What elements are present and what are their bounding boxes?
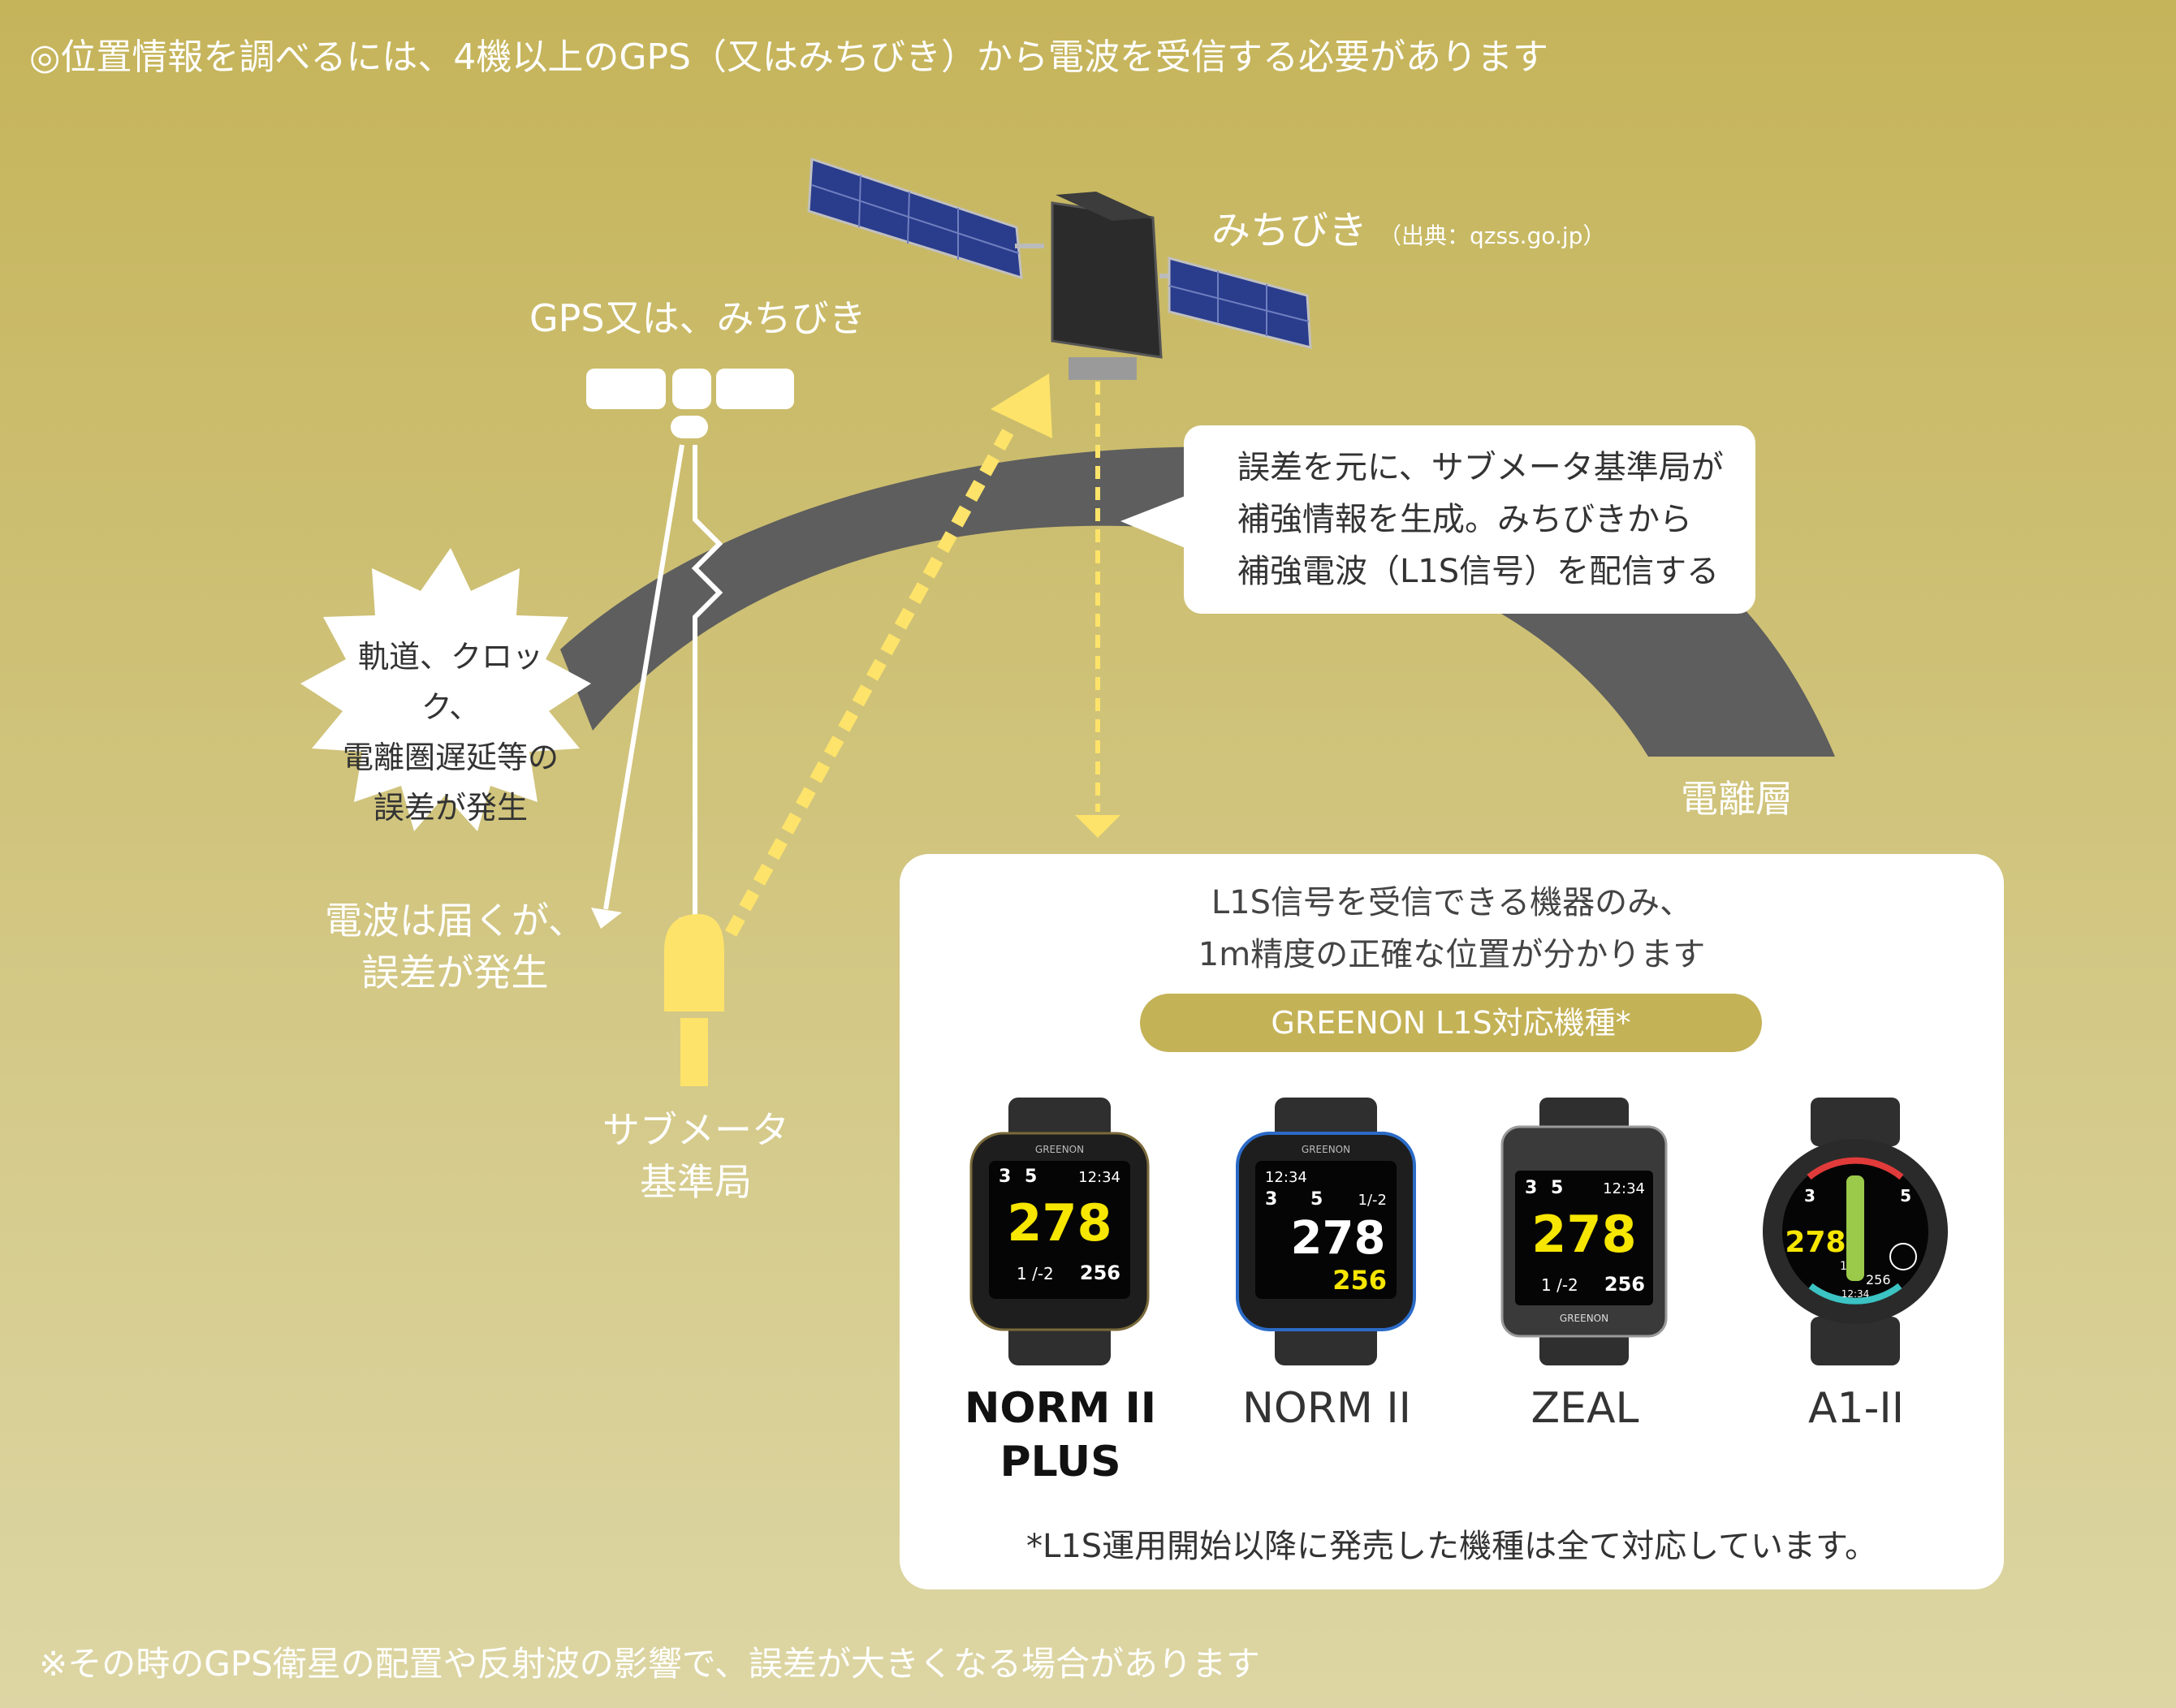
- error-starburst: [300, 548, 591, 831]
- watch-lie: 1/-2: [1358, 1192, 1387, 1209]
- panel-footnote: *L1S運用開始以降に発売した機種は全て対応しています。: [1026, 1528, 1877, 1565]
- watch-lie: 1: [1840, 1260, 1847, 1273]
- norm-ii-watch-image: GREENON 12:34 3 5 1/-2 278 256: [1236, 1098, 1416, 1365]
- watch-time: 12:34: [1078, 1169, 1120, 1186]
- arrive-label: 電波は届くが、 誤差が発生: [325, 895, 585, 998]
- panel-lead: L1S信号を受信できる機器のみ、 1m精度の正確な位置が分かります: [900, 877, 2004, 981]
- watch-par: 5: [1025, 1167, 1037, 1187]
- gps-satellite-icon: [586, 369, 794, 438]
- watch-par: 5: [1310, 1189, 1323, 1210]
- error-burst-line: 軌道、クロック、: [357, 639, 543, 725]
- bubble-tail: [1120, 495, 1187, 549]
- panel-lead-line: L1S信号を受信できる機器のみ、: [1211, 884, 1693, 921]
- footer-note: ※その時のGPS衛星の配置や反射波の影響で、誤差が大きくなる場合があります: [39, 1644, 1261, 1684]
- bubble-text: 誤差を元に、サブメータ基準局が 補強情報を生成。みちびきから 補強電波（L1S信…: [1237, 442, 1724, 597]
- watch-distance: 278: [1785, 1226, 1846, 1259]
- watch-par: 5: [1900, 1186, 1911, 1206]
- model-line: NORM II: [964, 1384, 1157, 1433]
- watch-sub-distance: 256: [1866, 1272, 1891, 1287]
- bubble-line: 誤差を元に、サブメータ基準局が: [1237, 449, 1724, 486]
- watch-hole: 3: [1804, 1186, 1815, 1206]
- header-note: ◎位置情報を調べるには、4機以上のGPS（又はみちびき）から電波を受信する必要が…: [29, 37, 1548, 78]
- watch-brand: GREENON: [1302, 1144, 1350, 1155]
- compass-icon: [1889, 1243, 1917, 1270]
- error-burst-line: 誤差が発生: [373, 790, 528, 826]
- watch-par: 5: [1551, 1178, 1563, 1198]
- error-burst-text: 軌道、クロック、 電離圏遅延等の 誤差が発生: [333, 632, 568, 833]
- watch-distance: 278: [1291, 1212, 1386, 1265]
- michibiki-satellite-icon: [807, 157, 1312, 380]
- model-name-a1-ii: A1-II: [1807, 1384, 1905, 1433]
- uplink-dotted-arrow: [724, 419, 1020, 937]
- watch-time: 12:34: [1841, 1288, 1870, 1300]
- bubble-line: 補強電波（L1S信号）を配信する: [1237, 553, 1720, 590]
- watch-brand: GREENON: [1560, 1313, 1608, 1324]
- gps-signal-lines: [603, 444, 723, 922]
- model-name-norm-ii-plus: NORM II PLUS: [939, 1382, 1182, 1489]
- station-label: サブメータ 基準局: [602, 1104, 789, 1208]
- station-line: サブメータ: [602, 1108, 789, 1152]
- compatible-devices-panel: L1S信号を受信できる機器のみ、 1m精度の正確な位置が分かります GREENO…: [900, 854, 2004, 1589]
- model-name-zeal: ZEAL: [1531, 1384, 1639, 1433]
- watch-brand: GREENON: [1035, 1144, 1084, 1155]
- michibiki-name: みちびき: [1211, 208, 1368, 253]
- watch-time: 12:34: [1265, 1169, 1307, 1186]
- arrive-line: 電波は届くが、: [325, 899, 586, 942]
- reference-station-icon: [664, 914, 724, 1086]
- arrow-head-icon: [991, 373, 1052, 438]
- panel-lead-line: 1m精度の正確な位置が分かります: [1198, 936, 1706, 973]
- watch-sub-distance: 256: [1080, 1262, 1120, 1284]
- watch-hole: 3: [1525, 1178, 1537, 1198]
- watch-distance: 278: [1531, 1205, 1636, 1264]
- watch-lie: 1 /-2: [1541, 1275, 1578, 1295]
- michibiki-source: （出典：qzss.go.jp）: [1379, 222, 1606, 249]
- watch-sub-distance: 256: [1604, 1273, 1645, 1296]
- error-burst-line: 電離圏遅延等の: [342, 740, 559, 775]
- arrow-head-icon: [591, 908, 622, 929]
- zeal-watch-image: 3 5 12:34 278 1 /-2 256 GREENON: [1500, 1098, 1668, 1365]
- arrive-line: 誤差が発生: [361, 951, 549, 994]
- info-bubble: 誤差を元に、サブメータ基準局が 補強情報を生成。みちびきから 補強電波（L1S信…: [1184, 425, 1755, 614]
- arrow-head-icon: [1075, 815, 1120, 838]
- bubble-line: 補強情報を生成。みちびきから: [1237, 501, 1692, 538]
- compatible-models-pill: GREENON L1S対応機種*: [1140, 994, 1762, 1052]
- norm-ii-plus-watch-image: GREENON 3 5 12:34 278 1 /-2 256: [969, 1098, 1150, 1365]
- gps-label: GPS又は、みちびき: [529, 296, 866, 340]
- ionosphere-label: 電離層: [1681, 777, 1793, 821]
- watch-lie: 1 /-2: [1017, 1264, 1054, 1283]
- watch-sub-distance: 256: [1332, 1265, 1387, 1296]
- michibiki-label: みちびき （出典：qzss.go.jp）: [1211, 198, 1605, 255]
- watch-time: 12:34: [1603, 1180, 1645, 1197]
- watch-hole: 3: [999, 1167, 1011, 1187]
- model-line: PLUS: [999, 1438, 1121, 1486]
- watch-hole: 3: [1265, 1189, 1277, 1210]
- watch-distance: 278: [1007, 1193, 1112, 1253]
- a1-ii-watch-image: 3 5 278 1 256 12:34: [1763, 1098, 1948, 1365]
- model-name-norm-ii: NORM II: [1241, 1384, 1412, 1433]
- station-line: 基準局: [640, 1160, 752, 1204]
